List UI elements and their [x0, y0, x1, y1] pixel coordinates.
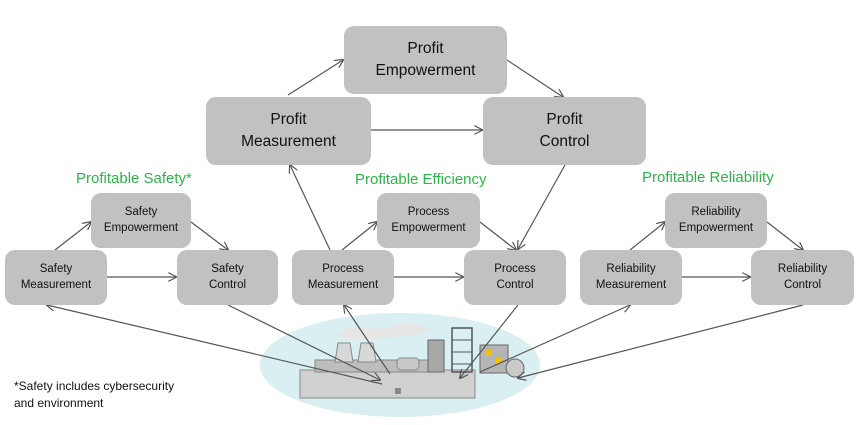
label-profitable-reliability: Profitable Reliability: [642, 169, 774, 186]
industrial-plant-icon: [260, 313, 540, 417]
safety-measurement-box: Safety Measurement: [5, 250, 107, 305]
profit-empowerment-box: Profit Empowerment: [344, 26, 507, 94]
profit-control-box: Profit Control: [483, 97, 646, 165]
safety-control-box: Safety Control: [177, 250, 278, 305]
profit-measurement-box: Profit Measurement: [206, 97, 371, 165]
label-profitable-safety: Profitable Safety*: [76, 170, 192, 187]
footnote: *Safety includes cybersecurity and envir…: [14, 379, 175, 410]
safety-empowerment-box: Safety Empowerment: [91, 193, 191, 248]
reliability-empowerment-box: Reliability Empowerment: [665, 193, 767, 248]
process-empowerment-box: Process Empowerment: [377, 193, 480, 248]
process-measurement-box: Process Measurement: [292, 250, 394, 305]
reliability-control-box: Reliability Control: [751, 250, 854, 305]
label-profitable-efficiency: Profitable Efficiency: [355, 171, 487, 188]
reliability-measurement-box: Reliability Measurement: [580, 250, 682, 305]
process-control-box: Process Control: [464, 250, 566, 305]
